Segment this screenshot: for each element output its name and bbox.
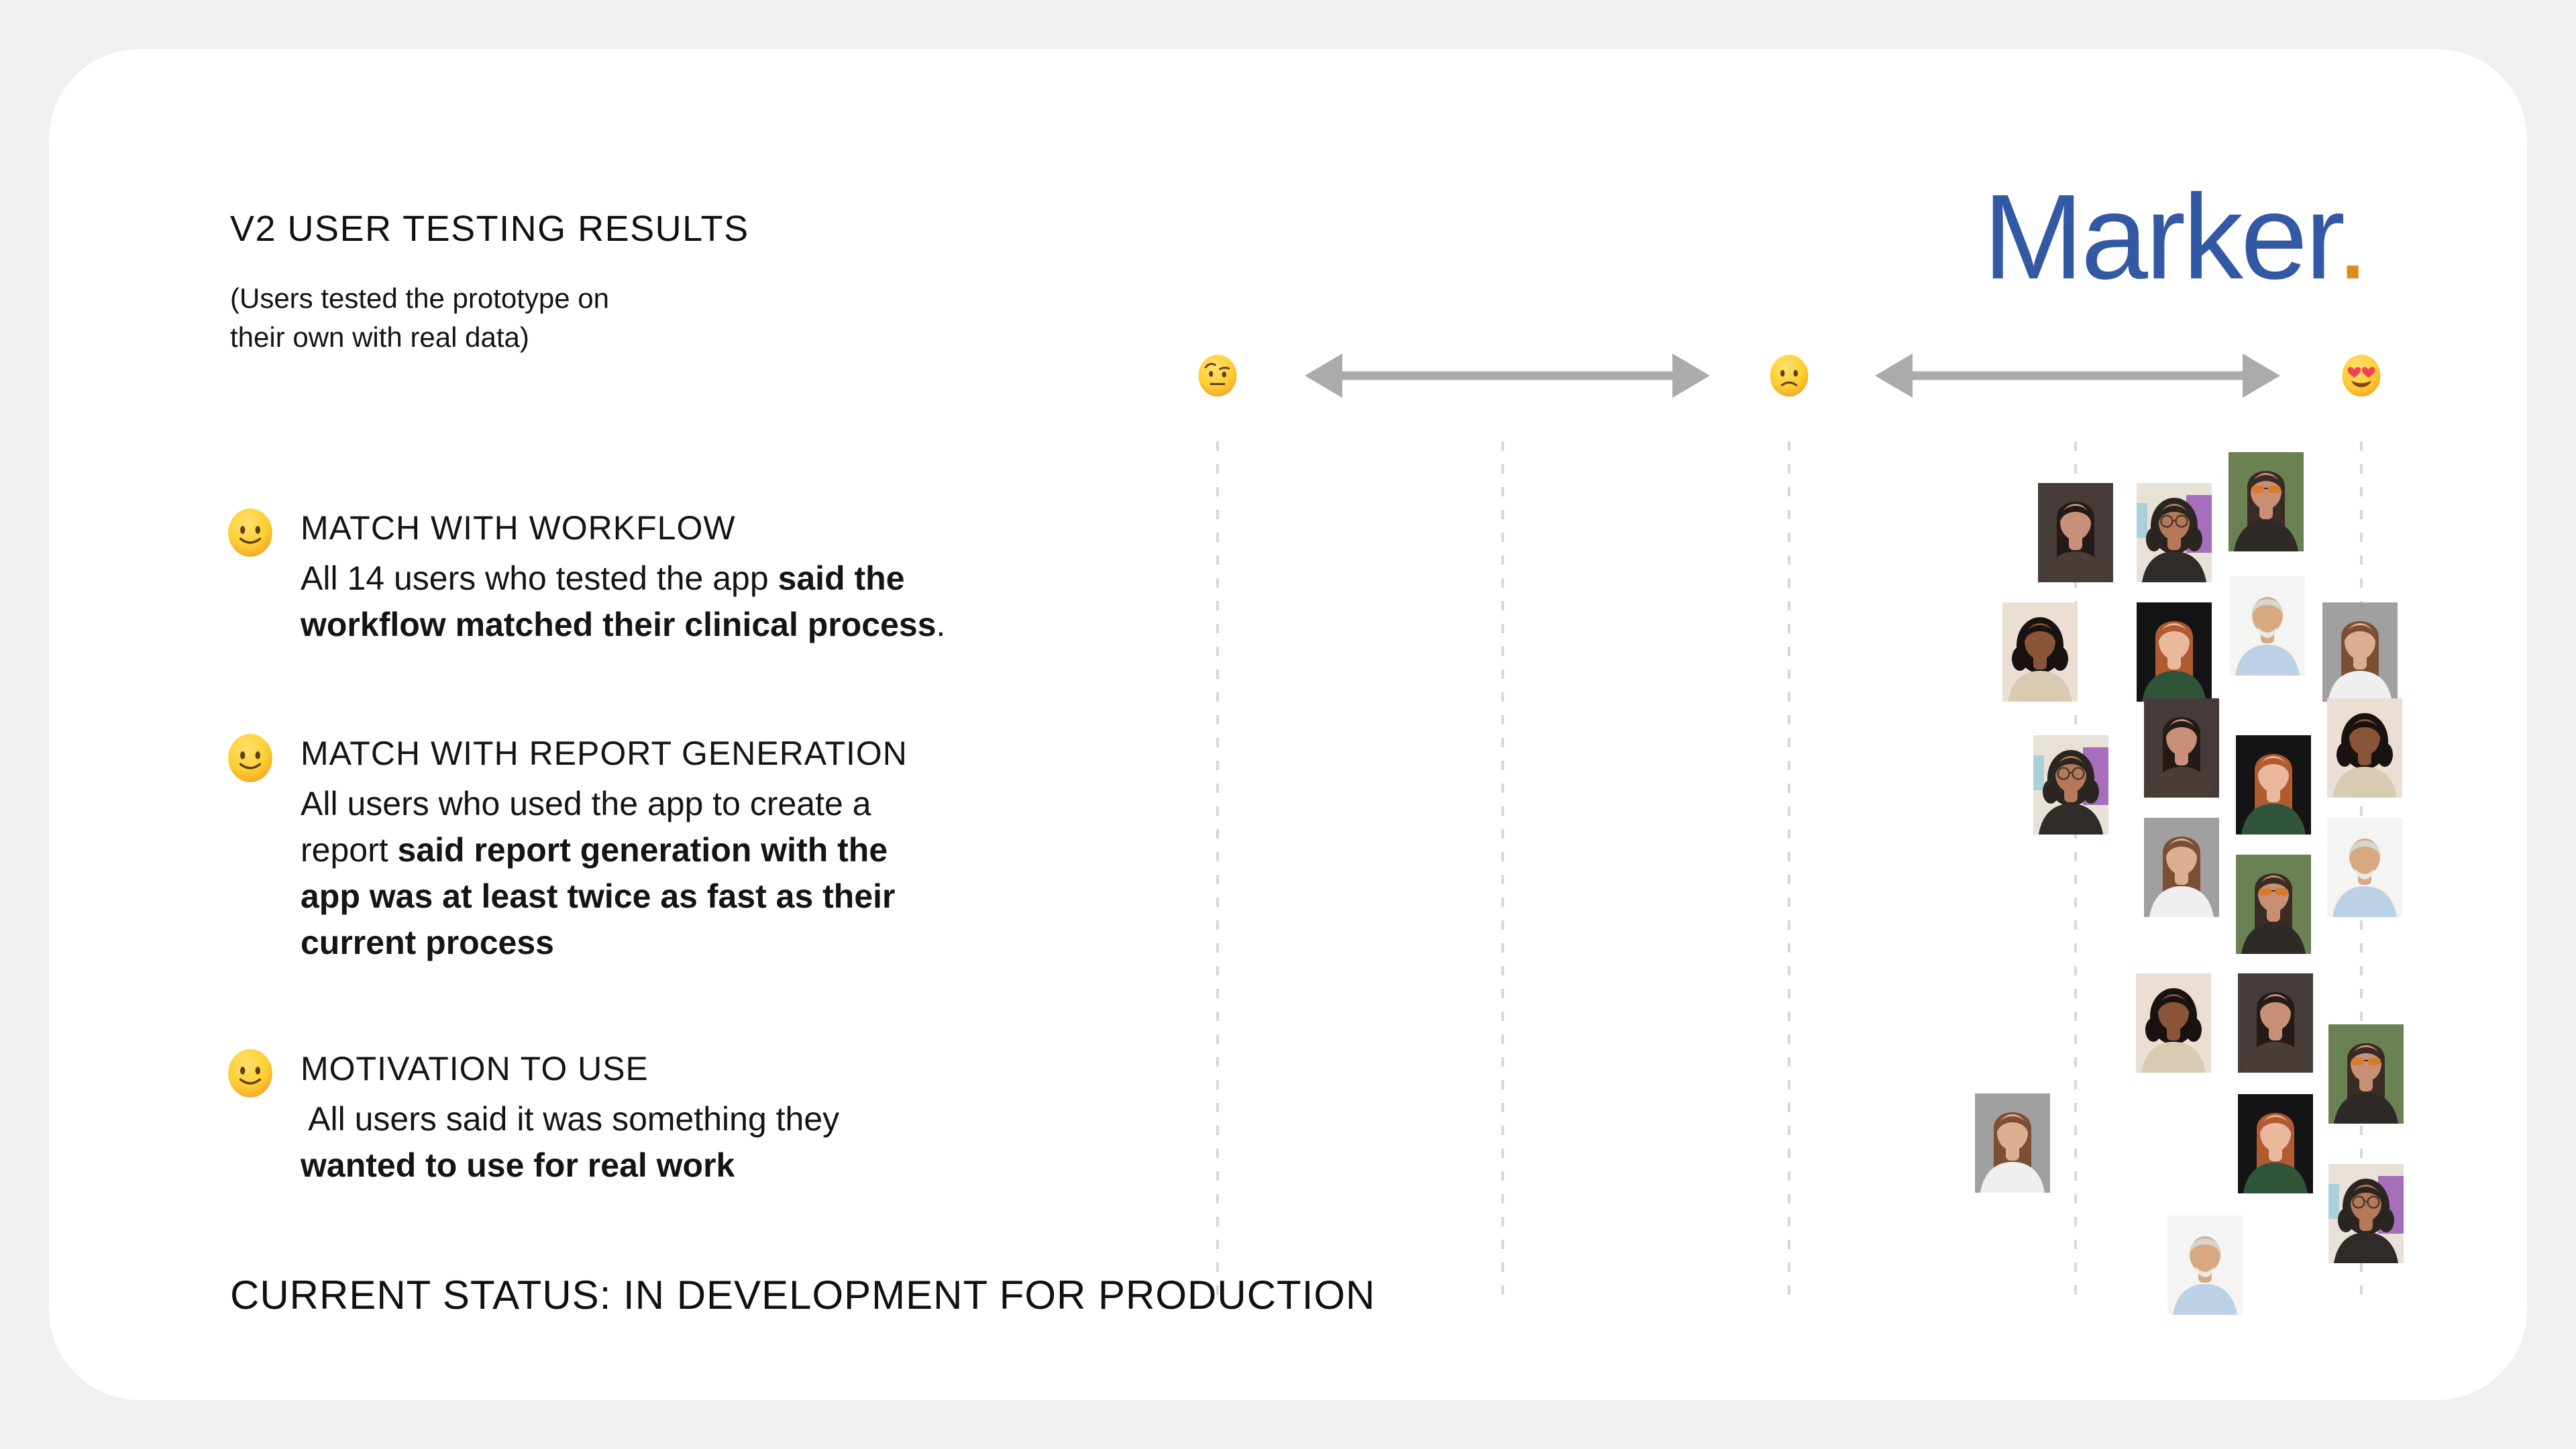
face-with-raised-eyebrow-emoji: [1196, 353, 1239, 398]
finding-body-line: app was at least twice as fast as their: [301, 877, 896, 915]
user-avatar-p4-motivation: [2136, 973, 2211, 1073]
finding-body-line: All 14 users who tested the app said the: [301, 559, 905, 597]
dashed-gridline: [2074, 441, 2077, 1308]
page-title: V2 USER TESTING RESULTS: [230, 209, 749, 249]
slightly-smiling-face-emoji: [225, 731, 275, 785]
finding-heading: MATCH WITH REPORT GENERATION: [301, 735, 908, 772]
user-avatar-p5-motivation: [2238, 1094, 2313, 1193]
finding-body-line: All users who used the app to create a: [301, 785, 871, 822]
smiling-face-with-heart-eyes-emoji: [2340, 353, 2383, 398]
user-avatar-p3-workflow: [2229, 452, 2304, 551]
finding-heading: MOTIVATION TO USE: [301, 1050, 649, 1087]
user-avatar-p5-report: [2236, 735, 2311, 835]
finding-body: All users said it was something they want…: [301, 1096, 839, 1189]
double-headed-arrow-icon: [1302, 350, 1713, 401]
double-headed-arrow-icon: [1872, 350, 2283, 401]
page-subtitle-line1: (Users tested the prototype on: [230, 282, 609, 314]
marker-logo-text: Marker: [1983, 170, 2339, 305]
user-avatar-p7-workflow: [2322, 602, 2398, 702]
slightly-smiling-face-emoji: [225, 1046, 275, 1100]
status-text: CURRENT STATUS: IN DEVELOPMENT FOR PRODU…: [230, 1273, 1376, 1318]
finding-heading: MATCH WITH WORKFLOW: [301, 509, 736, 547]
finding-body-line: current process: [301, 924, 554, 961]
user-avatar-p6-motivation: [2167, 1216, 2243, 1315]
dashed-gridline: [1216, 441, 1219, 1308]
user-avatar-p7-report: [2144, 818, 2219, 917]
page-subtitle-line2: their own with real data): [230, 321, 529, 353]
user-avatar-p6-workflow: [2230, 576, 2305, 676]
finding-body-line: All users said it was something they: [301, 1100, 840, 1138]
user-avatar-p3-motivation: [2328, 1024, 2404, 1124]
user-avatar-p4-report: [2327, 698, 2402, 798]
slide-card: [49, 49, 2527, 1400]
user-avatar-p6-report: [2327, 818, 2402, 917]
page-subtitle: (Users tested the prototype on their own…: [230, 279, 609, 357]
user-avatar-p1-workflow: [2038, 483, 2113, 582]
slightly-frowning-face-emoji: [1768, 353, 1811, 398]
dashed-gridline: [1788, 441, 1790, 1308]
finding-body-line: report said report generation with the: [301, 831, 888, 869]
user-avatar-p4-workflow: [2002, 602, 2078, 702]
finding-body: All 14 users who tested the app said the…: [301, 555, 945, 648]
user-avatar-p5-workflow: [2137, 602, 2212, 702]
finding-body: All users who used the app to create a re…: [301, 781, 896, 966]
finding-body-line: workflow matched their clinical process.: [301, 606, 946, 643]
slightly-smiling-face-emoji: [225, 506, 275, 559]
user-avatar-p3-report: [2236, 855, 2311, 954]
dashed-gridline: [1501, 441, 1504, 1308]
user-avatar-p1-report: [2144, 698, 2219, 798]
marker-logo: Marker.: [1983, 168, 2369, 307]
user-avatar-p7-motivation: [1975, 1093, 2050, 1193]
user-avatar-p2-workflow: [2137, 483, 2212, 582]
user-avatar-p2-report: [2033, 735, 2108, 835]
finding-body-line: wanted to use for real work: [301, 1146, 735, 1184]
user-avatar-p1-motivation: [2238, 973, 2313, 1073]
marker-logo-dot: .: [2336, 170, 2369, 305]
user-avatar-p2-motivation: [2328, 1164, 2404, 1263]
